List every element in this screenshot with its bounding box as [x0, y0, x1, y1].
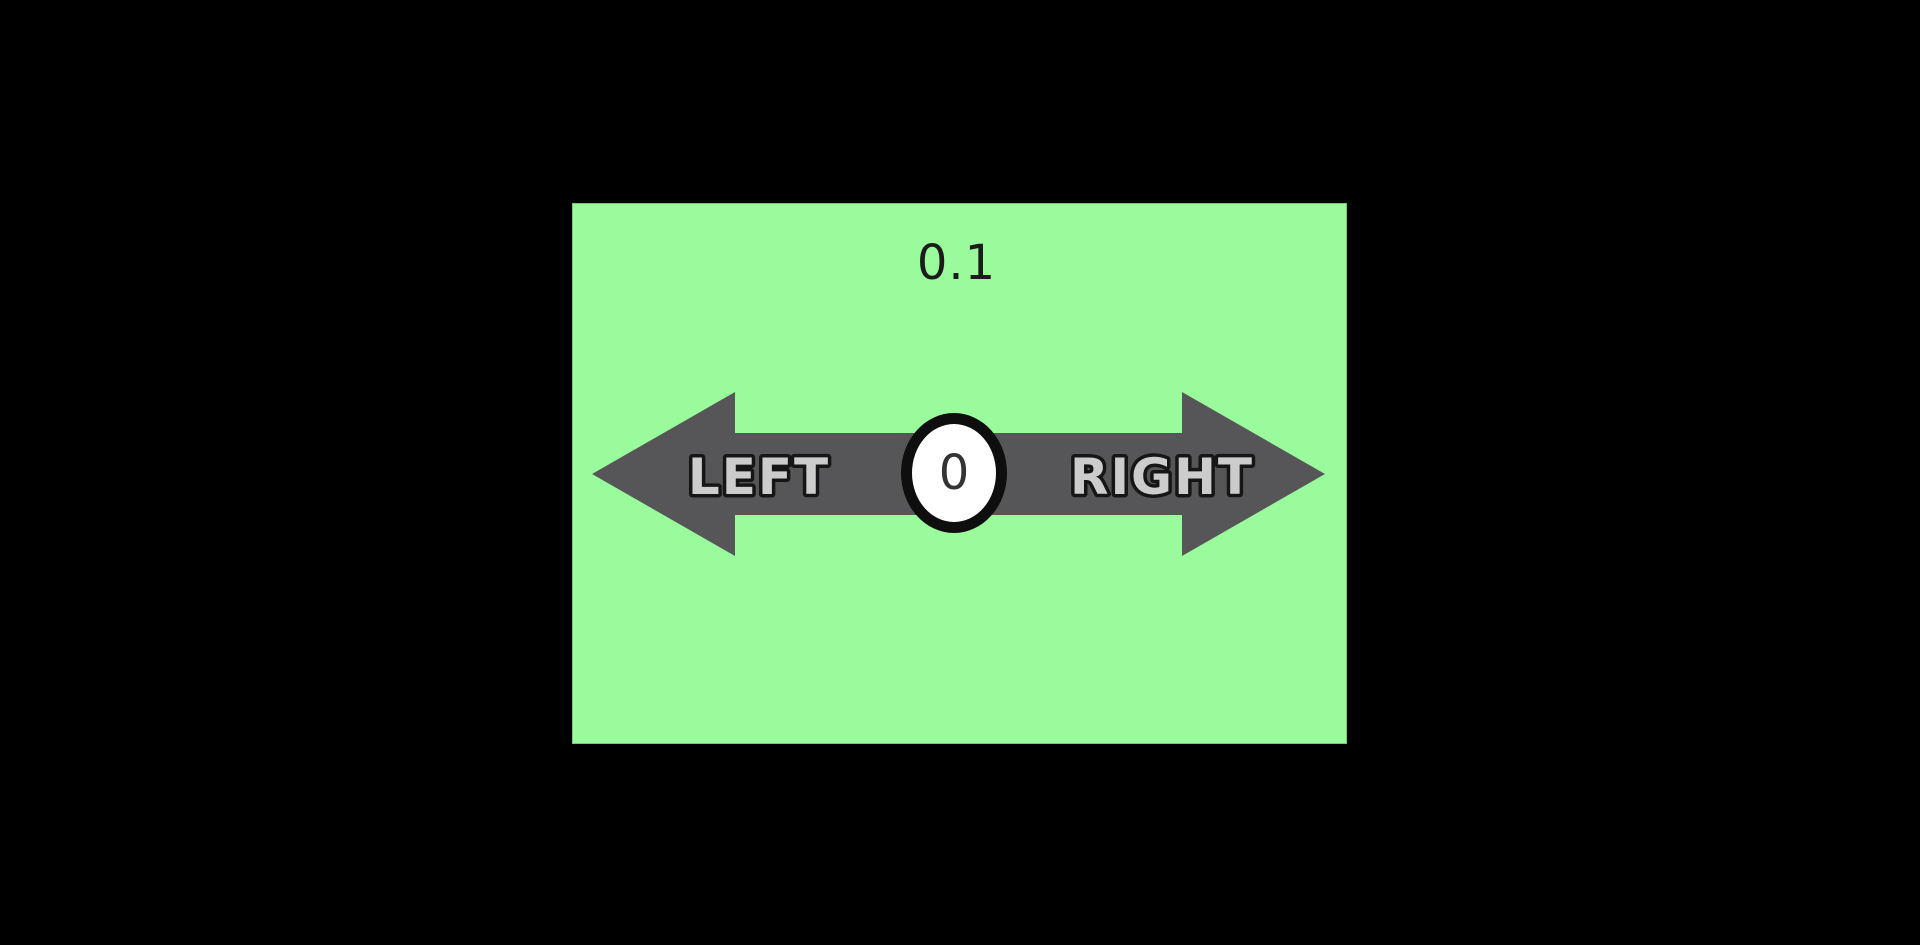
knob-value: 0 [938, 445, 970, 501]
control-panel: 0.1 LEFT RIGHT 0 [572, 203, 1347, 744]
right-label[interactable]: RIGHT [1066, 445, 1255, 510]
left-label[interactable]: LEFT [684, 445, 831, 510]
step-value: 0.1 [916, 235, 997, 291]
value-knob[interactable]: 0 [901, 413, 1007, 533]
